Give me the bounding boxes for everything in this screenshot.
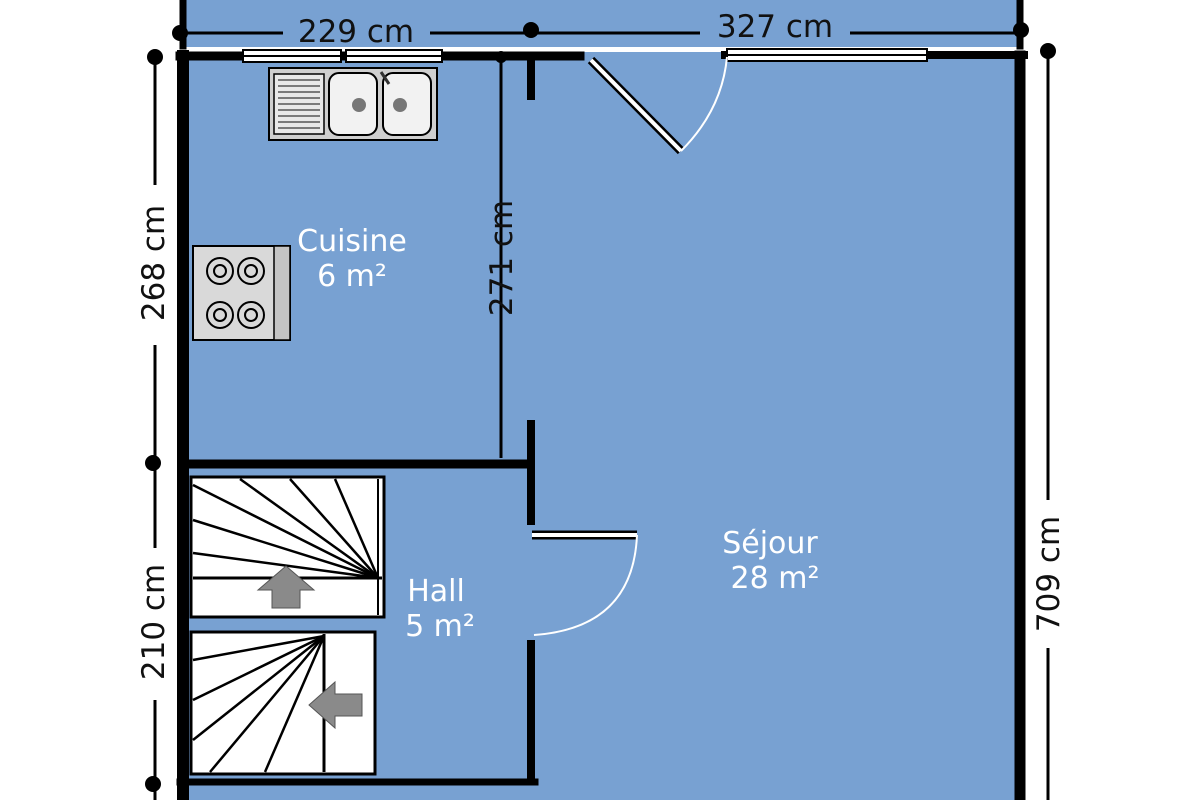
dimension-lines — [145, 22, 1056, 800]
hall-door-arc — [533, 534, 638, 636]
double-sink-icon — [268, 67, 438, 141]
dim-right: 709 cm — [1031, 516, 1067, 632]
living-area: 28 m² — [731, 561, 820, 596]
dim-top-left: 229 cm — [298, 14, 414, 50]
hall-area: 5 m² — [405, 609, 475, 644]
exterior-strip — [185, 0, 1020, 47]
living-name: Séjour — [722, 526, 818, 561]
four-burner-stove-icon — [192, 245, 291, 341]
dim-left-lower: 210 cm — [136, 564, 172, 680]
up-arrow-icon — [256, 565, 363, 730]
kitchen-area: 6 m² — [317, 259, 387, 294]
dim-top-right: 327 cm — [717, 9, 833, 45]
dim-left-upper: 268 cm — [136, 205, 172, 321]
kitchen-name: Cuisine — [297, 224, 407, 259]
stairs-arrow-up — [256, 565, 316, 609]
hall-name: Hall — [407, 574, 465, 609]
dim-center: 271 cm — [484, 200, 520, 316]
entry-door-arc — [680, 56, 728, 152]
interior-walls — [183, 60, 535, 785]
top-windows — [242, 48, 928, 63]
doors — [532, 56, 728, 636]
stairs-arrow-left — [308, 680, 363, 730]
